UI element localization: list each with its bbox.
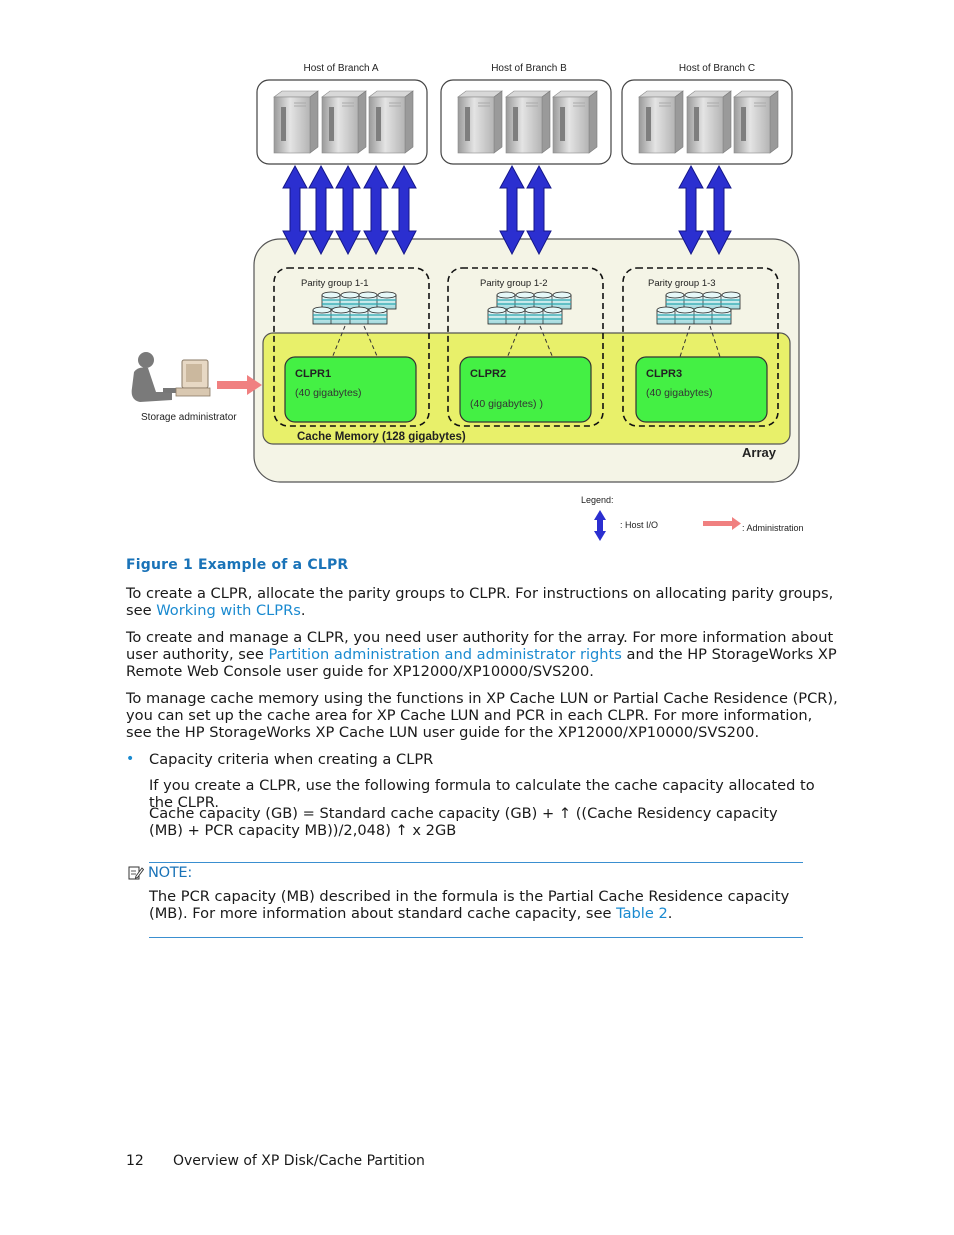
legend-host-io-label: : Host I/O bbox=[620, 520, 658, 530]
disk-stack-icon bbox=[487, 291, 572, 325]
partition-administration-link[interactable]: Partition administration and administrat… bbox=[268, 646, 622, 663]
clpr-box bbox=[635, 356, 768, 423]
parity-group-box bbox=[622, 267, 779, 427]
legend-title: Legend: bbox=[581, 495, 614, 505]
server-icon bbox=[321, 90, 367, 154]
clpr-size: (40 gigabytes) ) bbox=[470, 398, 543, 410]
legend-administration-arrow bbox=[703, 517, 741, 530]
paragraph-text: To create and manage a CLPR, you need us… bbox=[126, 629, 834, 663]
note-body: . bbox=[667, 905, 673, 922]
server-icon bbox=[552, 90, 598, 154]
server-icon bbox=[368, 90, 414, 154]
note-label: NOTE: bbox=[148, 864, 192, 881]
parity-group-box bbox=[273, 267, 430, 427]
server-icon bbox=[638, 90, 684, 154]
cache-memory-label: Cache Memory (128 gigabytes) bbox=[297, 431, 466, 443]
disk-stack-icon bbox=[656, 291, 741, 325]
clpr-name: CLPR1 bbox=[295, 368, 331, 380]
clpr-name: CLPR3 bbox=[646, 368, 682, 380]
host-label-b: Host of Branch B bbox=[491, 63, 567, 74]
legend-administration-label: : Administration bbox=[742, 523, 804, 533]
bullet-capacity-criteria: Capacity criteria when creating a CLPR bbox=[149, 751, 434, 768]
server-icon bbox=[686, 90, 732, 154]
clpr-box bbox=[284, 356, 417, 423]
array-label: Array bbox=[742, 445, 777, 460]
paragraph-text: and the HP StorageWorks XP Remote Web Co… bbox=[126, 646, 837, 680]
table-2-link[interactable]: Table 2 bbox=[616, 905, 668, 922]
parity-group-label: Parity group 1-2 bbox=[480, 278, 548, 289]
server-icon bbox=[457, 90, 503, 154]
administrator-icon bbox=[131, 352, 211, 402]
parity-group-label: Parity group 1-1 bbox=[301, 278, 369, 289]
note-body: The PCR capacity (MB) described in the f… bbox=[149, 888, 790, 922]
clpr-name: CLPR2 bbox=[470, 368, 506, 380]
clpr-diagram: Host of Branch A Host of Branch B Host o… bbox=[131, 63, 804, 541]
note-bottom-rule bbox=[149, 937, 803, 938]
server-icon bbox=[273, 90, 319, 154]
parity-group-label: Parity group 1-3 bbox=[648, 278, 716, 289]
administration-arrow bbox=[217, 375, 262, 395]
clpr-size: (40 gigabytes) bbox=[295, 387, 362, 399]
disk-stack-icon bbox=[312, 291, 397, 325]
host-label-a: Host of Branch A bbox=[303, 63, 378, 74]
paragraph-user-authority: To create and manage a CLPR, you need us… bbox=[126, 629, 838, 680]
note-pencil-icon bbox=[128, 866, 144, 879]
bullet-icon: • bbox=[126, 751, 135, 767]
host-label-c: Host of Branch C bbox=[679, 63, 755, 74]
server-icon bbox=[733, 90, 779, 154]
working-with-clprs-link[interactable]: Working with CLPRs bbox=[156, 602, 301, 619]
paragraph-formula-intro: If you create a CLPR, use the following … bbox=[149, 777, 815, 811]
note-top-rule bbox=[149, 862, 803, 863]
capacity-formula: Cache capacity (GB) = Standard cache cap… bbox=[149, 805, 778, 839]
server-icon bbox=[505, 90, 551, 154]
figure-caption: Figure 1 Example of a CLPR bbox=[126, 557, 349, 573]
paragraph-create-clpr: To create a CLPR, allocate the parity gr… bbox=[126, 585, 838, 619]
clpr-size: (40 gigabytes) bbox=[646, 387, 713, 399]
administrator-label: Storage administrator bbox=[141, 412, 237, 423]
paragraph-text: To create a CLPR, allocate the parity gr… bbox=[126, 585, 834, 619]
note-text: The PCR capacity (MB) described in the f… bbox=[149, 888, 799, 922]
paragraph-cache-memory: To manage cache memory using the functio… bbox=[126, 690, 838, 741]
footer-section-title: Overview of XP Disk/Cache Partition bbox=[173, 1153, 425, 1169]
clpr-box bbox=[459, 356, 592, 423]
page-number: 12 bbox=[126, 1153, 144, 1169]
paragraph-text: . bbox=[300, 602, 306, 619]
parity-group-box bbox=[447, 267, 604, 427]
legend-host-io-arrow bbox=[594, 510, 606, 541]
note-header: NOTE: bbox=[128, 864, 192, 881]
